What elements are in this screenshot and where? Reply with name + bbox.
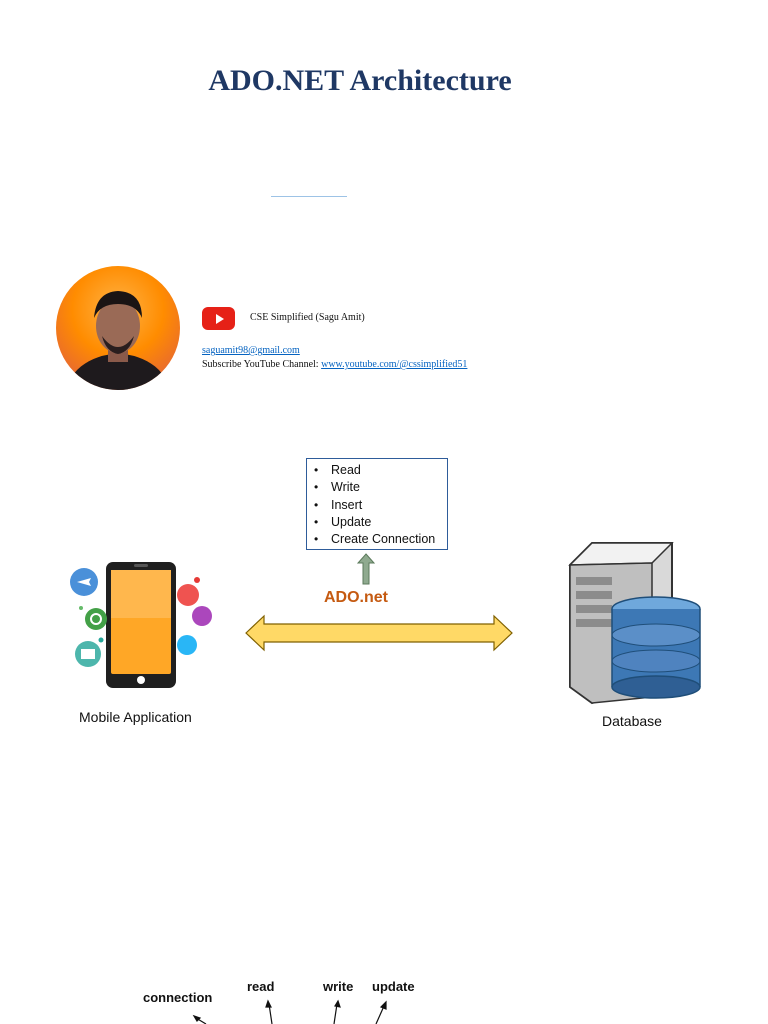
up-arrow-icon <box>357 553 375 585</box>
write-label: write <box>323 979 354 994</box>
operation-item: Update <box>307 514 447 532</box>
youtube-channel-link[interactable]: www.youtube.com/@cssimplified51 <box>321 359 468 370</box>
operations-list: Read Write Insert Update Create Connecti… <box>307 459 447 549</box>
operation-item: Read <box>307 462 447 480</box>
operations-box: Read Write Insert Update Create Connecti… <box>306 458 448 550</box>
subscribe-label: Subscribe YouTube Channel: <box>202 359 322 370</box>
ado-net-label: ADO.net <box>324 589 388 606</box>
database-caption: Database <box>602 713 662 729</box>
mobile-application-caption: Mobile Application <box>79 709 192 725</box>
channel-name: CSE Simplified (Sagu Amit) <box>250 312 365 323</box>
mobile-application-illustration <box>70 562 212 688</box>
email-link[interactable]: saguamit98@gmail.com <box>202 345 300 356</box>
bottom-arrows-icon <box>192 999 387 1024</box>
page-title: ADO.NET Architecture <box>208 64 512 97</box>
database-server-illustration <box>568 542 701 705</box>
youtube-icon[interactable] <box>202 307 235 330</box>
play-icon <box>215 313 224 324</box>
operation-item: Create Connection <box>307 531 447 549</box>
title-divider <box>271 196 347 197</box>
read-label: read <box>247 979 275 994</box>
operation-item: Write <box>307 479 447 497</box>
connection-label: connection <box>143 990 213 1005</box>
subscribe-line: Subscribe YouTube Channel: www.youtube.c… <box>202 359 467 370</box>
bidirectional-arrow-icon <box>245 614 513 652</box>
avatar-portrait <box>66 291 170 390</box>
operation-item: Insert <box>307 497 447 515</box>
author-avatar <box>56 266 180 390</box>
update-label: update <box>372 979 415 994</box>
